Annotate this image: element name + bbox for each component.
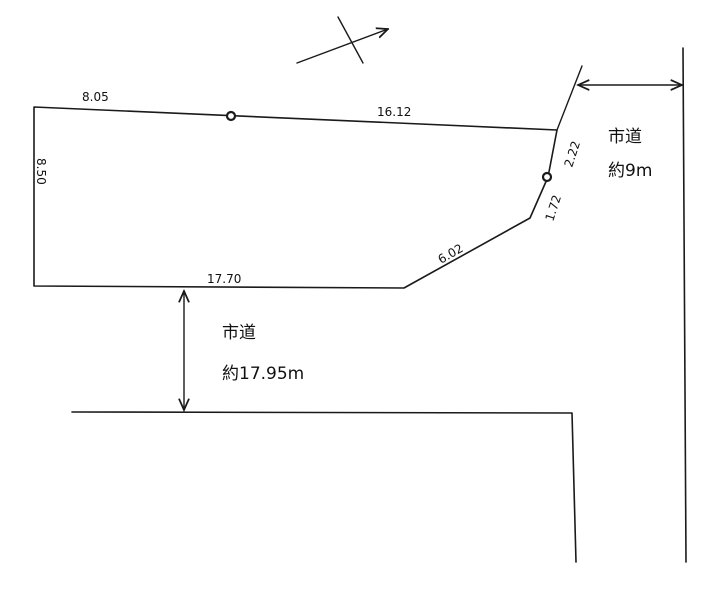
dim-bottom: 17.70 [207, 272, 241, 286]
opposite-block-edge [71, 411, 577, 563]
dim-right-lower: 1.72 [543, 193, 565, 223]
dim-top-right: 16.12 [377, 105, 411, 119]
dim-right-upper: 2.22 [562, 139, 584, 169]
boundary-marker [225, 110, 237, 122]
dim-left: 8.50 [34, 158, 48, 185]
east-road-name: 市道 [608, 127, 642, 147]
lot-boundary [33, 106, 558, 289]
extension-line [556, 65, 583, 131]
south-road-width: 約17.95m [222, 364, 304, 384]
boundary-marker [541, 171, 553, 183]
east-road-width: 約9m [608, 161, 652, 181]
south-road-name: 市道 [222, 323, 256, 343]
east-road-edge [682, 47, 687, 563]
dim-top-left: 8.05 [82, 90, 109, 104]
north-arrow-icon [296, 16, 388, 64]
